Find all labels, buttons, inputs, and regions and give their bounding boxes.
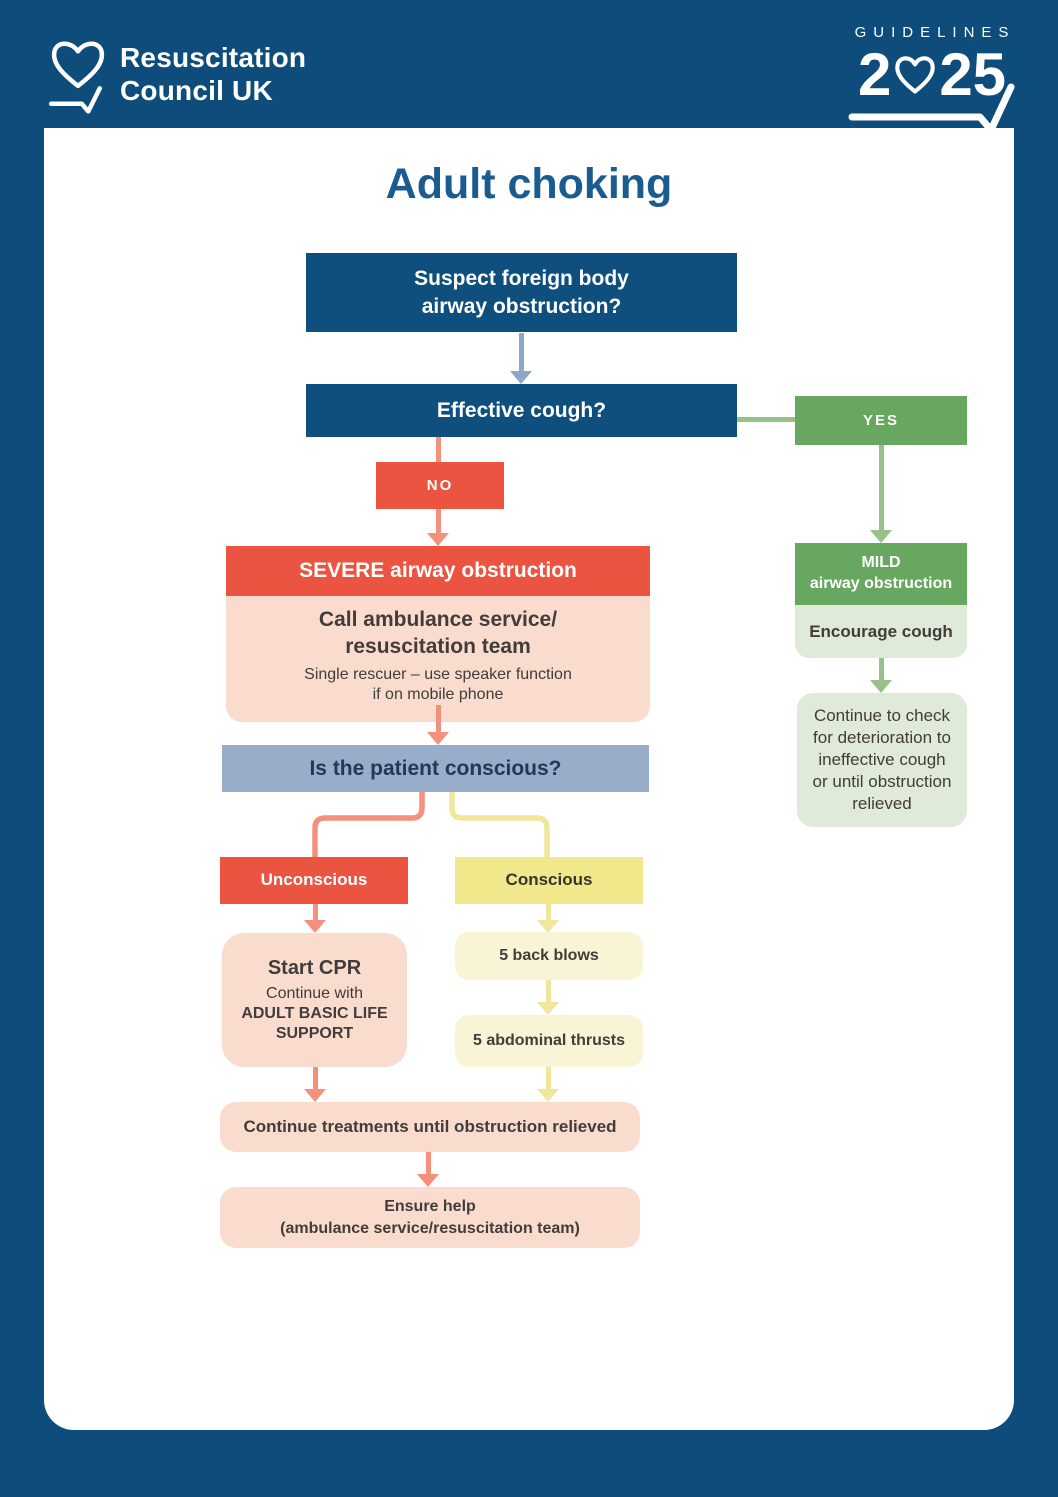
- cpr-sub3: SUPPORT: [275, 1025, 354, 1042]
- heart-check-icon: [48, 41, 105, 114]
- unconscious-box: Unconscious: [220, 857, 408, 904]
- mild-header: MILD airway obstruction: [795, 543, 967, 605]
- page-title: Adult choking: [385, 160, 673, 208]
- arrow-backblows-to-abdominal: [537, 980, 559, 1015]
- abdominal-thrusts-box: 5 abdominal thrusts: [455, 1015, 643, 1067]
- conscious-question-label: Is the patient conscious?: [309, 756, 562, 780]
- ensure-help-box: Ensure help (ambulance service/resuscita…: [220, 1187, 640, 1248]
- continue-check-box: Continue to check for deterioration to i…: [797, 693, 967, 827]
- connector-yes: [737, 417, 795, 422]
- severe-body: Call ambulance service/ resuscitation te…: [226, 596, 650, 723]
- continue-treatments-box: Continue treatments until obstruction re…: [220, 1102, 640, 1152]
- mild-header-line2: airway obstruction: [809, 575, 953, 592]
- severe-header-label: SEVERE airway obstruction: [299, 559, 577, 582]
- back-blows-box: 5 back blows: [455, 932, 643, 980]
- arrow-down-blue: [510, 333, 532, 384]
- arrow-unconscious-to-cpr: [304, 904, 326, 933]
- continue-check-label: Continue to check for deterioration to i…: [812, 705, 952, 814]
- arrow-severe-to-question: [427, 705, 449, 745]
- arrow-cpr-to-continue: [304, 1067, 326, 1102]
- conscious-question-box: Is the patient conscious?: [222, 745, 649, 792]
- suspect-line1: Suspect foreign body: [414, 266, 629, 290]
- ensure-help-line1: Ensure help: [384, 1197, 476, 1215]
- start-cpr-box: Start CPR Continue with ADULT BASIC LIFE…: [222, 933, 407, 1067]
- conscious-label: Conscious: [505, 870, 593, 890]
- mild-header-line1: MILD: [861, 554, 901, 572]
- guidelines-label: GUIDELINES: [854, 24, 1016, 41]
- guidelines-2025-mark: GUIDELINES 2 25: [844, 24, 1020, 134]
- back-blows-label: 5 back blows: [499, 947, 599, 965]
- underline-check-icon: [848, 83, 1015, 134]
- year-digit-2: 2: [857, 41, 892, 108]
- arrow-abdominal-to-continue: [537, 1067, 559, 1102]
- effective-cough-box: Effective cough?: [306, 384, 737, 437]
- severe-sub1: Single rescuer – use speaker function: [304, 665, 572, 683]
- suspect-line2: airway obstruction?: [421, 294, 622, 318]
- mild-group: MILD airway obstruction Encourage cough: [795, 543, 967, 658]
- heart-icon: [895, 56, 936, 94]
- branch-connectors: [312, 792, 550, 858]
- yes-box: YES: [795, 396, 967, 445]
- severe-header: SEVERE airway obstruction: [226, 546, 650, 596]
- severe-bold1: Call ambulance service/: [318, 608, 558, 631]
- arrow-no-to-severe: [427, 509, 449, 546]
- year-2025: 2 25: [844, 45, 1020, 105]
- no-box: NO: [376, 462, 504, 509]
- severe-bold2: resuscitation team: [345, 635, 531, 659]
- yes-label: YES: [862, 411, 899, 429]
- effective-cough-label: Effective cough?: [436, 398, 607, 422]
- arrow-conscious-to-backblows: [537, 904, 559, 933]
- continue-treatments-label: Continue treatments until obstruction re…: [243, 1116, 617, 1136]
- arrow-mild-to-check: [870, 658, 892, 693]
- connector-no: [436, 437, 441, 462]
- cpr-sub1: Continue with: [266, 985, 363, 1002]
- cpr-title: Start CPR: [267, 957, 362, 979]
- ensure-help-line2: (ambulance service/resuscitation team): [280, 1219, 580, 1237]
- severe-sub2: if on mobile phone: [372, 686, 504, 704]
- encourage-cough-box: Encourage cough: [795, 605, 967, 658]
- year-digits-25: 25: [939, 41, 1007, 108]
- rcuk-logo: [46, 36, 110, 119]
- arrow-continue-to-ensure: [417, 1152, 439, 1187]
- arrow-yes-to-mild: [870, 445, 892, 543]
- brand-line1: Resuscitation: [120, 42, 307, 73]
- abdominal-thrusts-label: 5 abdominal thrusts: [472, 1032, 626, 1050]
- encourage-cough-label: Encourage cough: [809, 621, 953, 641]
- severe-group: SEVERE airway obstruction Call ambulance…: [226, 546, 650, 723]
- brand-line2: Council UK: [120, 75, 273, 107]
- suspect-box: Suspect foreign body airway obstruction?: [306, 253, 737, 332]
- cpr-sub2: ADULT BASIC LIFE: [241, 1005, 388, 1022]
- brand-name: Resuscitation Council UK: [120, 41, 306, 107]
- unconscious-label: Unconscious: [260, 870, 368, 890]
- no-label: NO: [426, 476, 454, 494]
- conscious-box: Conscious: [455, 857, 643, 904]
